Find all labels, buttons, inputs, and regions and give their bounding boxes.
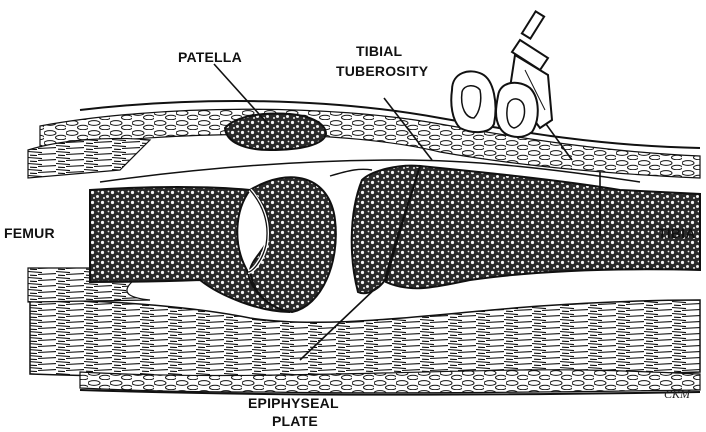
tibial-tuberosity-label-line1: TIBIAL xyxy=(356,43,403,59)
femur-epiphysis xyxy=(250,177,336,312)
epiphyseal-plate-label-line1: EPIPHYSEAL xyxy=(248,395,339,411)
artist-signature: CKM xyxy=(664,387,691,401)
epiphyseal-plate-label-line2: PLATE xyxy=(272,413,318,429)
tibia-label: TIBIA xyxy=(658,225,696,241)
tibial-plateau xyxy=(330,169,372,176)
lower-muscle xyxy=(30,300,700,376)
tibial-tuberosity-label-line2: TUBEROSITY xyxy=(336,63,429,79)
patella-bone xyxy=(225,114,326,150)
patella-label: PATELLA xyxy=(178,49,242,65)
femur-label: FEMUR xyxy=(4,225,55,241)
tibia-bone xyxy=(386,166,700,288)
